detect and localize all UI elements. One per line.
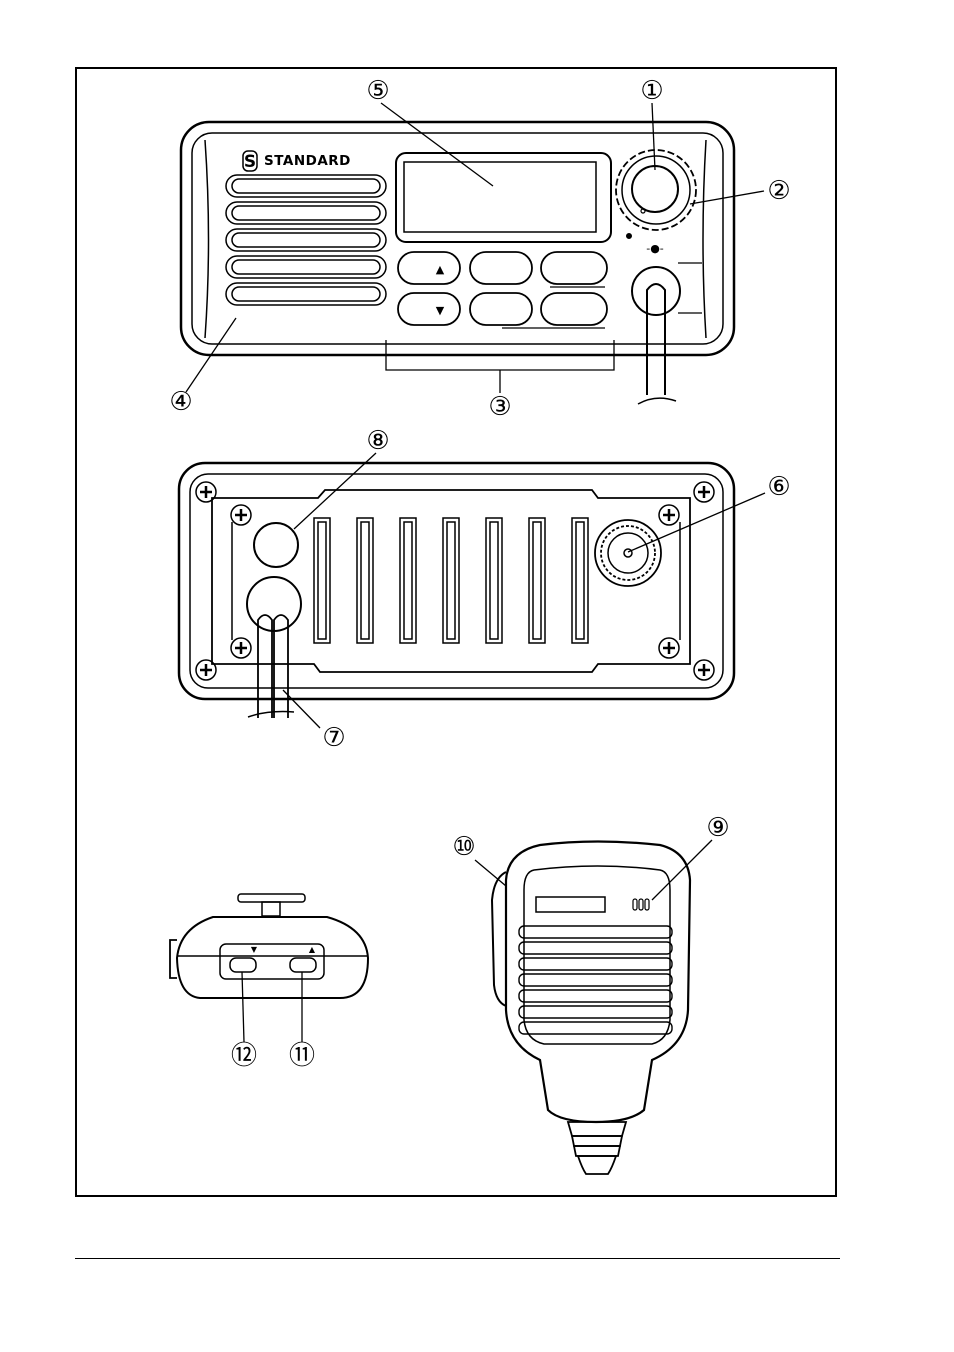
svg-text:STANDARD: STANDARD bbox=[264, 153, 351, 169]
standard-logo: S STANDARD bbox=[243, 151, 351, 172]
lcd-display bbox=[396, 153, 611, 242]
mic-cord-strain-relief bbox=[568, 1122, 626, 1174]
mic-down-arrow-icon: ▼ bbox=[251, 945, 258, 954]
key-button-5[interactable] bbox=[470, 293, 532, 325]
callout-7: ⑦ bbox=[322, 723, 345, 753]
down-arrow-icon: ▼ bbox=[436, 304, 445, 317]
front-panel: S STANDARD ▲ ▼ bbox=[181, 122, 734, 404]
mic-cable-front bbox=[632, 263, 702, 404]
accessory-socket bbox=[254, 523, 298, 567]
callout-labels: ① ② ③ ④ ⑤ ⑥ ⑦ ⑧ ⑨ ⑩ ⑪ ⑫ bbox=[169, 76, 790, 1071]
key-button-3[interactable] bbox=[541, 252, 607, 284]
callout-10: ⑩ bbox=[452, 832, 475, 862]
volume-knob[interactable]: -●- bbox=[616, 150, 696, 255]
key-button-6[interactable] bbox=[541, 293, 607, 325]
mic-speaker-grille bbox=[519, 926, 672, 1034]
antenna-connector bbox=[595, 520, 661, 586]
up-arrow-icon: ▲ bbox=[436, 263, 445, 276]
callout-9: ⑨ bbox=[706, 813, 729, 843]
mic-down-button[interactable] bbox=[230, 958, 256, 972]
keypad bbox=[398, 252, 607, 328]
callout-6: ⑥ bbox=[767, 472, 790, 502]
key-button-2[interactable] bbox=[470, 252, 532, 284]
callout-8: ⑧ bbox=[366, 426, 389, 456]
mic-up-button[interactable] bbox=[290, 958, 316, 972]
speaker-grille bbox=[226, 175, 386, 305]
callout-3: ③ bbox=[488, 392, 511, 422]
callout-1: ① bbox=[640, 76, 663, 106]
power-symbol-icon: -●- bbox=[646, 242, 664, 255]
ptt-button[interactable] bbox=[492, 872, 506, 1006]
microphone-top-view: ▼ ▲ bbox=[170, 894, 368, 998]
callout-2: ② bbox=[767, 176, 790, 206]
heatsink-fins bbox=[314, 518, 588, 643]
down-button[interactable] bbox=[398, 293, 460, 325]
svg-text:S: S bbox=[244, 152, 256, 172]
callout-4: ④ bbox=[169, 387, 192, 417]
rear-panel bbox=[179, 463, 734, 718]
callout-12: ⑫ bbox=[231, 1041, 257, 1071]
callout-5: ⑤ bbox=[366, 76, 389, 106]
up-button[interactable] bbox=[398, 252, 460, 284]
callout-11: ⑪ bbox=[289, 1041, 315, 1071]
footer-rule bbox=[75, 1258, 840, 1259]
mic-up-arrow-icon: ▲ bbox=[309, 945, 316, 954]
power-cable-rear bbox=[247, 577, 301, 718]
leader-lines bbox=[186, 103, 765, 1042]
